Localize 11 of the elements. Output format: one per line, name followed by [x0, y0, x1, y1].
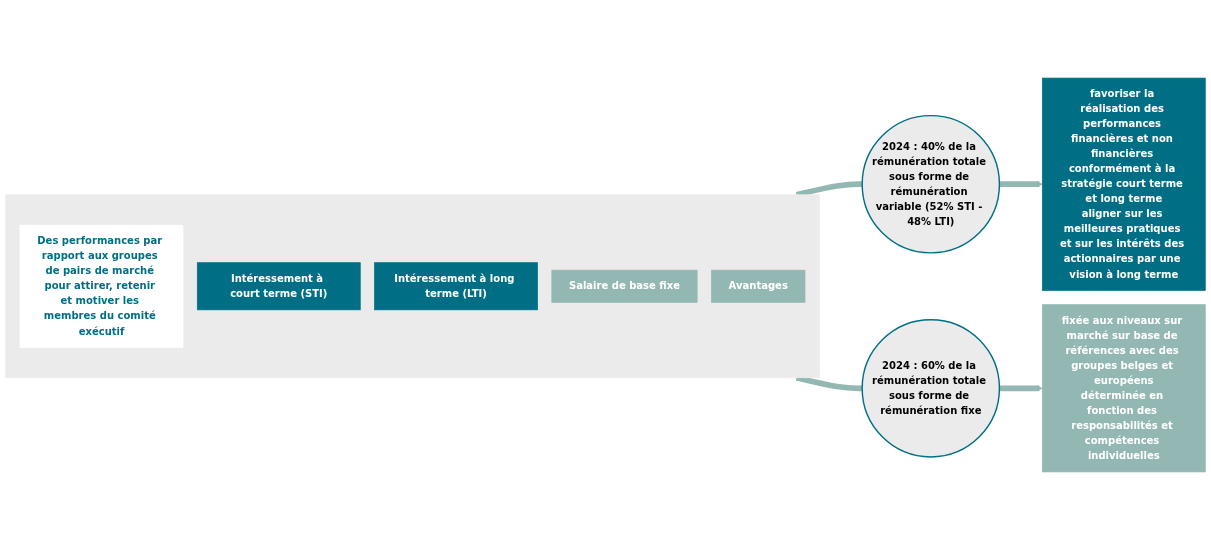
cluster: [5, 193, 820, 378]
arrow: [999, 384, 1043, 391]
node-box: favoriser la réalisation des performances financières et non financières conformément à la stratégie court terme et long terme aligner sur les meilleures pratiques et sur les intérêts des actionnaires par une vision à long terme: [1041, 77, 1206, 291]
node-box: Salaire de base fixe: [551, 269, 698, 303]
node-box: Intéressement à long terme (LTI): [374, 261, 538, 310]
node-circle: 2024 : 40% de la rémunération totale sous forme de rémunération variable (52% STI - 48% LTI): [861, 114, 1001, 254]
node-box: Avantages: [711, 269, 806, 303]
arrow: [999, 180, 1043, 187]
node-box: fixée aux niveaux sur marché sur base de références avec des groupes belges et européens déterminée en fonction des responsabilités et compétences individuelles: [1041, 303, 1206, 472]
node-circle: 2024 : 60% de la rémunération totale sous forme de rémunération fixe: [861, 318, 1001, 458]
node-box: Intéressement à court terme (STI): [196, 261, 361, 310]
